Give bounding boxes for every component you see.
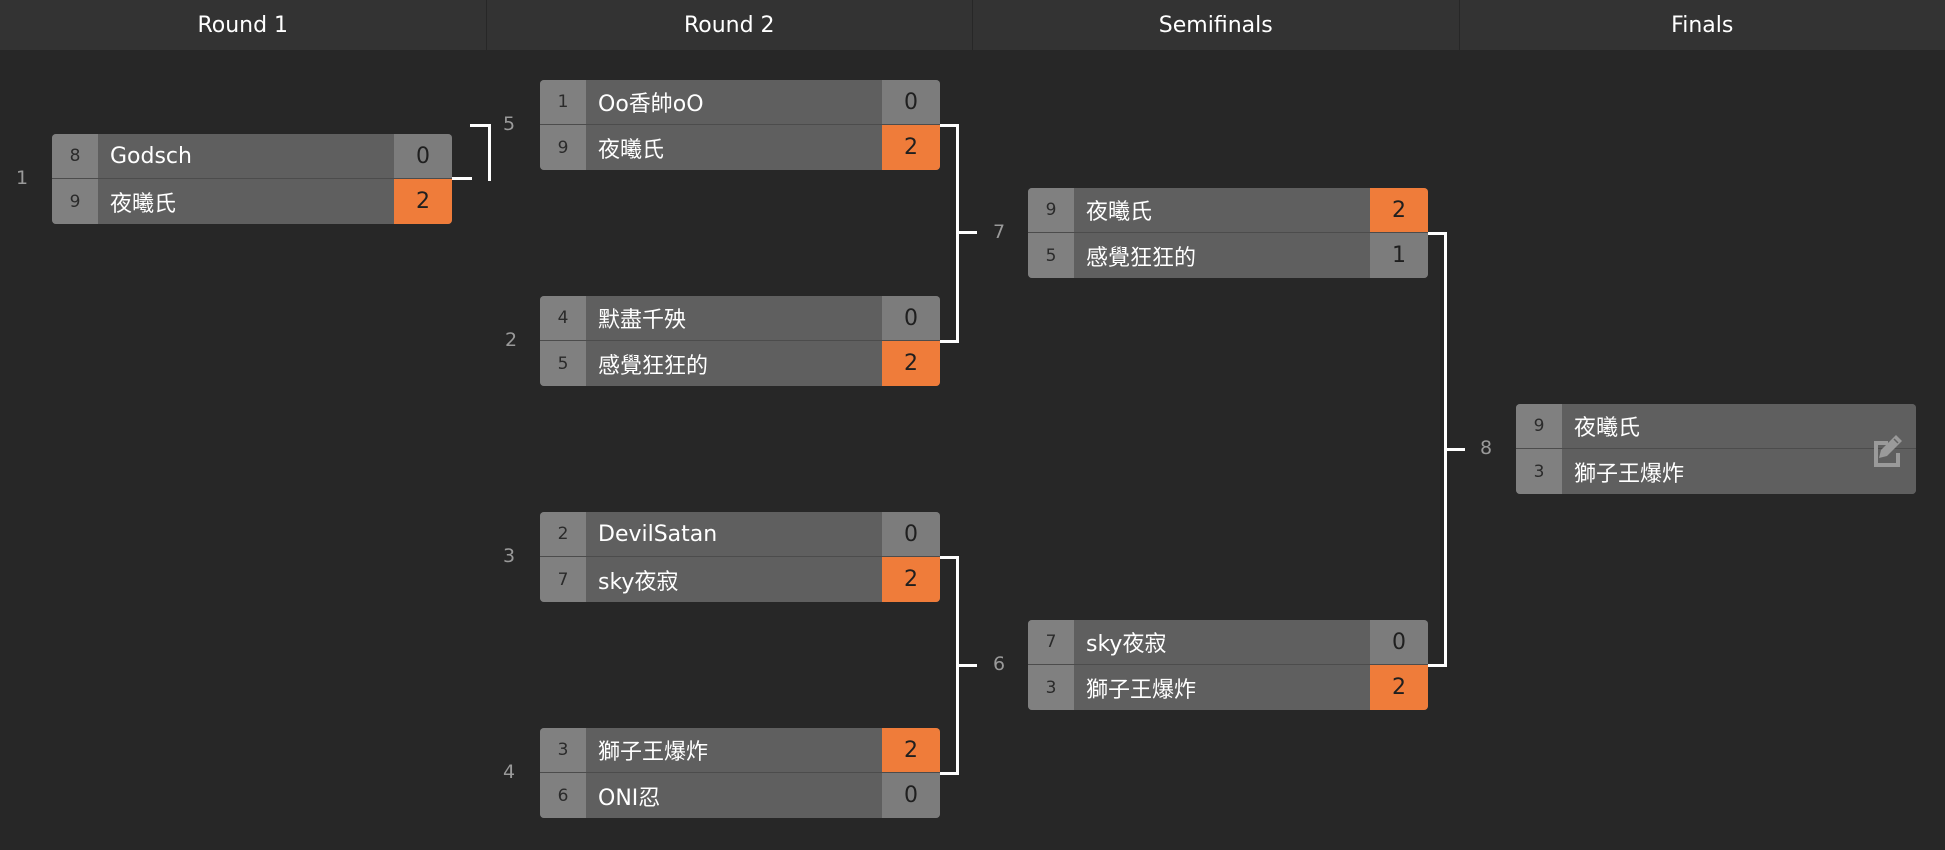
score: 0 (882, 80, 940, 124)
seed: 1 (540, 80, 586, 124)
match-3[interactable]: 2 DevilSatan 0 7 sky夜寂 2 (540, 512, 940, 602)
match-participant[interactable]: 9 夜曦氏 (1516, 404, 1916, 449)
participant-name: 獅子王爆炸 (1074, 665, 1370, 710)
match-2[interactable]: 4 默盡千殃 0 5 感覺狂狂的 2 (540, 296, 940, 386)
seed: 9 (52, 179, 98, 224)
participant-name: 夜曦氏 (1074, 188, 1370, 232)
participant-name: 夜曦氏 (98, 179, 394, 224)
match-participant[interactable]: 5 感覺狂狂的 1 (1028, 233, 1428, 278)
round-headers: Round 1 Round 2 Semifinals Finals (0, 0, 1945, 50)
participant-name: 感覺狂狂的 (1074, 233, 1370, 278)
participant-name: 獅子王爆炸 (586, 728, 882, 772)
score: 0 (394, 134, 452, 178)
bracket-connector (452, 177, 472, 180)
participant-name: 夜曦氏 (586, 125, 882, 170)
seed: 6 (540, 773, 586, 818)
score: 2 (394, 179, 452, 224)
seed: 3 (540, 728, 586, 772)
match-number: 5 (503, 113, 516, 135)
round-1-header: Round 1 (0, 0, 487, 50)
match-number: 6 (993, 653, 1006, 675)
match-6[interactable]: 7 sky夜寂 0 3 獅子王爆炸 2 (1028, 620, 1428, 710)
bracket-connector (1428, 232, 1447, 667)
match-1[interactable]: 8 Godsch 0 9 夜曦氏 2 (52, 134, 452, 224)
bracket-connector (959, 664, 977, 667)
seed: 8 (52, 134, 98, 178)
match-participant[interactable]: 4 默盡千殃 0 (540, 296, 940, 341)
score: 2 (882, 341, 940, 386)
score: 2 (882, 557, 940, 602)
bracket-connector (940, 556, 959, 775)
match-participant[interactable]: 7 sky夜寂 0 (1028, 620, 1428, 665)
score: 1 (1370, 233, 1428, 278)
match-participant[interactable]: 9 夜曦氏 2 (1028, 188, 1428, 233)
seed: 7 (540, 557, 586, 602)
finals-header: Finals (1459, 0, 1945, 50)
match-number: 1 (16, 167, 29, 189)
score: 0 (882, 512, 940, 556)
seed: 2 (540, 512, 586, 556)
match-participant[interactable]: 7 sky夜寂 2 (540, 557, 940, 602)
score: 2 (1370, 665, 1428, 710)
participant-name: sky夜寂 (1074, 620, 1370, 664)
seed: 4 (540, 296, 586, 340)
bracket-connector (1447, 448, 1465, 451)
match-participant[interactable]: 5 感覺狂狂的 2 (540, 341, 940, 386)
participant-name: 感覺狂狂的 (586, 341, 882, 386)
match-participant[interactable]: 3 獅子王爆炸 (1516, 449, 1916, 494)
score: 2 (1370, 188, 1428, 232)
match-participant[interactable]: 9 夜曦氏 2 (52, 179, 452, 224)
match-number: 8 (1480, 437, 1493, 459)
seed: 5 (1028, 233, 1074, 278)
match-participant[interactable]: 2 DevilSatan 0 (540, 512, 940, 557)
match-number: 4 (503, 761, 516, 783)
participant-name: Godsch (98, 134, 394, 178)
participant-name: Oo香帥oO (586, 80, 882, 124)
seed: 3 (1516, 449, 1562, 494)
match-participant[interactable]: 6 ONI忍 0 (540, 773, 940, 818)
bracket-connector (940, 124, 959, 343)
seed: 9 (540, 125, 586, 170)
score: 0 (1370, 620, 1428, 664)
seed: 5 (540, 341, 586, 386)
score: 2 (882, 728, 940, 772)
round-2-header: Round 2 (486, 0, 973, 50)
semifinals-header: Semifinals (973, 0, 1460, 50)
seed: 9 (1516, 404, 1562, 448)
participant-name: ONI忍 (586, 773, 882, 818)
match-participant[interactable]: 1 Oo香帥oO 0 (540, 80, 940, 125)
match-number: 3 (503, 545, 516, 567)
match-7[interactable]: 9 夜曦氏 2 5 感覺狂狂的 1 (1028, 188, 1428, 278)
seed: 7 (1028, 620, 1074, 664)
score: 0 (882, 296, 940, 340)
score: 2 (882, 125, 940, 170)
match-participant[interactable]: 3 獅子王爆炸 2 (1028, 665, 1428, 710)
participant-name: 夜曦氏 (1562, 404, 1916, 448)
seed: 9 (1028, 188, 1074, 232)
match-number: 2 (505, 329, 518, 351)
score: 0 (882, 773, 940, 818)
bracket-connector (470, 124, 491, 181)
match-participant[interactable]: 3 獅子王爆炸 2 (540, 728, 940, 773)
match-number: 7 (993, 221, 1006, 243)
edit-icon[interactable] (1868, 431, 1906, 469)
seed: 3 (1028, 665, 1074, 710)
match-4[interactable]: 3 獅子王爆炸 2 6 ONI忍 0 (540, 728, 940, 818)
match-participant[interactable]: 8 Godsch 0 (52, 134, 452, 179)
participant-name: 默盡千殃 (586, 296, 882, 340)
participant-name: DevilSatan (586, 512, 882, 556)
participant-name: 獅子王爆炸 (1562, 449, 1916, 494)
participant-name: sky夜寂 (586, 557, 882, 602)
match-5[interactable]: 1 Oo香帥oO 0 9 夜曦氏 2 (540, 80, 940, 170)
bracket-connector (959, 231, 977, 234)
match-8[interactable]: 9 夜曦氏 3 獅子王爆炸 (1516, 404, 1916, 494)
match-participant[interactable]: 9 夜曦氏 2 (540, 125, 940, 170)
